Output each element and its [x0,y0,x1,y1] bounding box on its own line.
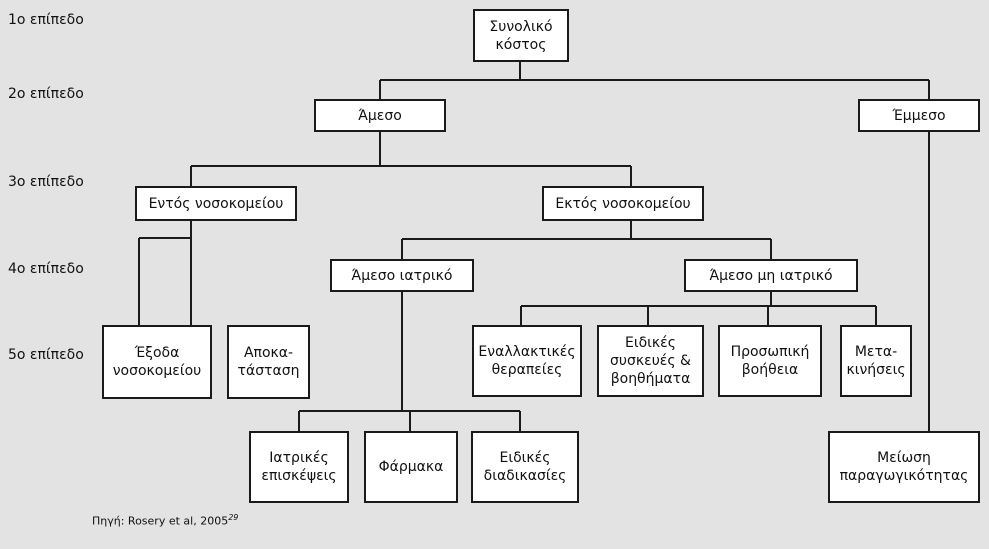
node-medical-visits: Ιατρικές επισκέψεις [249,431,349,503]
connector-outhospital-to-level4 [401,221,772,259]
node-special-procedures: Ειδικές διαδικασίες [471,431,579,503]
connector-total-to-level2 [379,62,930,99]
node-total-cost: Συνολικό κόστος [473,9,569,62]
connector-medical-to-level6 [298,292,521,431]
node-personal-assistance: Προσωπική βοήθεια [718,325,822,397]
level-5-label: 5ο επίπεδο [8,347,84,363]
level-1-label: 1ο επίπεδο [8,12,84,28]
node-transport: Μετα- κινήσεις [840,325,912,397]
level-3-label: 3ο επίπεδο [8,174,84,190]
node-drugs: Φάρμακα [364,431,458,503]
source-text: Πηγή: Rosery et al, 2005 [92,514,229,528]
node-direct: Άμεσο [314,99,446,132]
source-citation: Πηγή: Rosery et al, 200529 [92,513,238,528]
node-indirect: Έμμεσο [858,99,980,132]
node-direct-medical: Άμεσο ιατρικό [330,259,474,292]
level-2-label: 2ο επίπεδο [8,86,84,102]
connector-inhospital-to-level5 [138,221,192,325]
source-reference: 29 [228,513,239,522]
node-direct-nonmedical: Άμεσο μη ιατρικό [684,259,858,292]
node-productivity-loss: Μείωση παραγωγικότητας [828,431,980,503]
node-hospital-costs: Έξοδα νοσοκομείου [102,325,212,399]
node-in-hospital: Εντός νοσοκομείου [135,186,297,221]
node-rehabilitation: Αποκα- τάσταση [227,325,310,399]
node-out-hospital: Εκτός νοσοκομείου [542,186,704,221]
node-alternative-therapies: Εναλλακτικές θεραπείες [472,325,582,397]
node-special-devices: Ειδικές συσκευές & βοηθήματα [597,325,704,397]
connector-direct-to-level3 [190,132,632,186]
connector-nonmedical-to-level5 [520,292,877,325]
level-4-label: 4ο επίπεδο [8,261,84,277]
